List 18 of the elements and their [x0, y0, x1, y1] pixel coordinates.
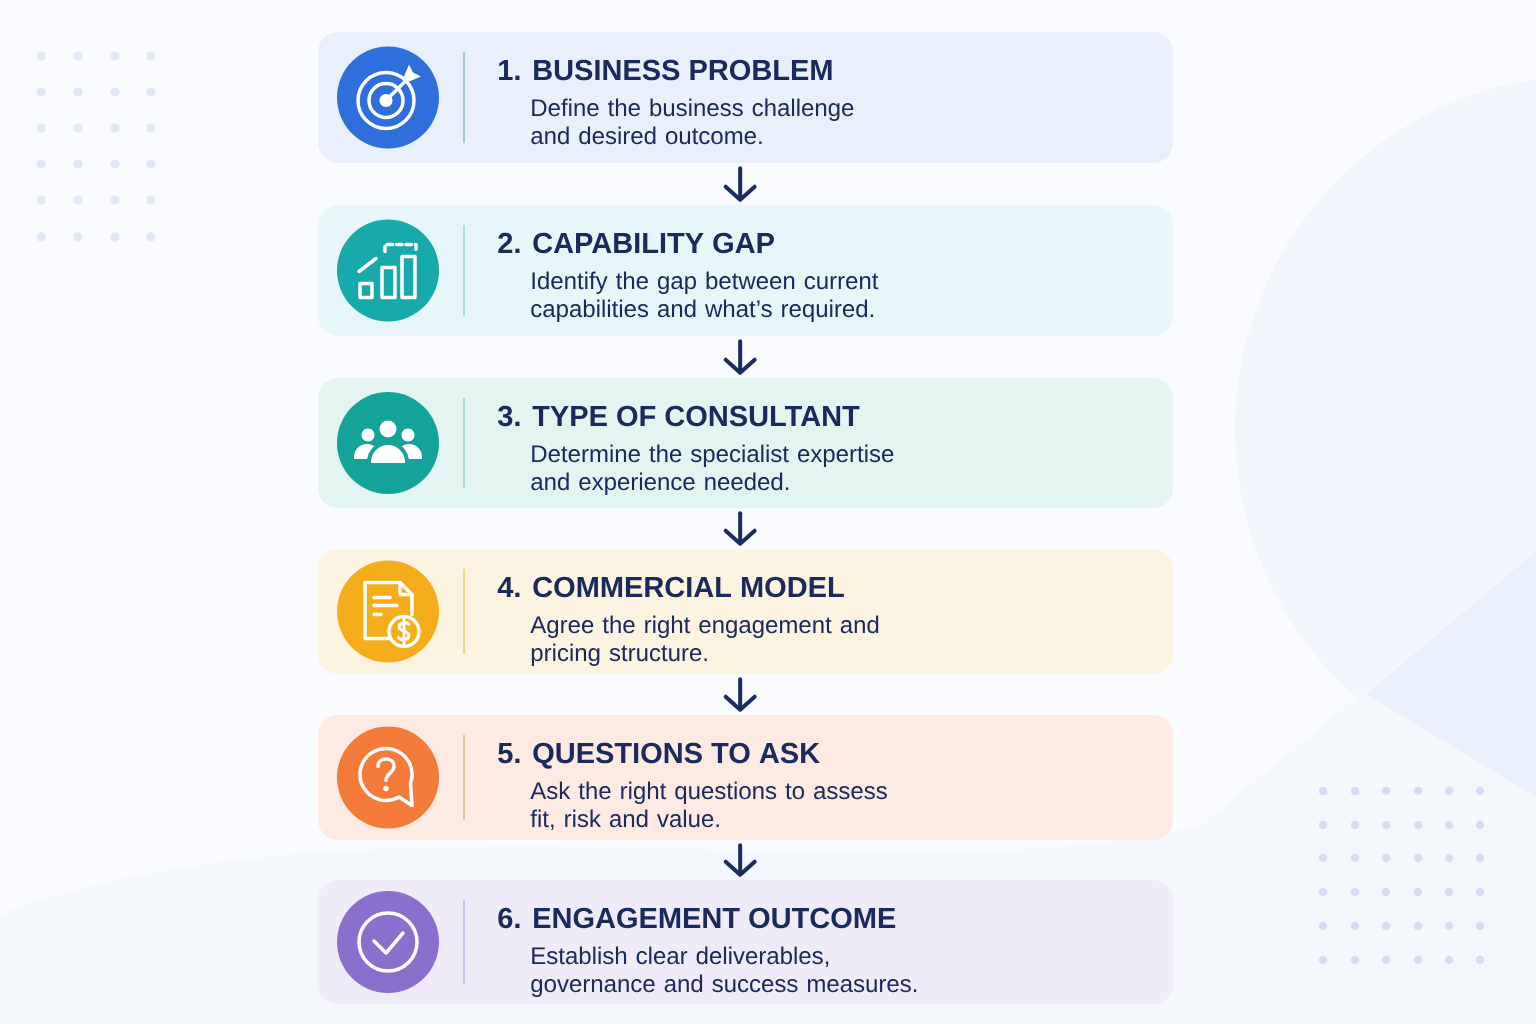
step-title: 2. CAPABILITY GAP — [498, 232, 774, 254]
step-description: Agree the right engagement and pricing structure. — [530, 615, 879, 666]
step-description: Determine the specialist expertise and experience needed. — [531, 444, 894, 495]
step-title: 5. QUESTIONS TO ASK — [498, 742, 820, 769]
step-description: Establish clear deliverables, governance and success measures. — [531, 946, 917, 997]
step-card — [318, 549, 1173, 674]
step-title: 1. BUSINESS PROBLEM — [499, 59, 832, 81]
step-card — [318, 715, 1173, 840]
step-title: 6. ENGAGEMENT OUTCOME — [498, 907, 896, 929]
step-card — [318, 880, 1173, 1004]
step-card — [318, 205, 1173, 336]
step-description: Define the business challenge and desired outcome. — [531, 98, 854, 145]
step-title: 3. TYPE OF CONSULTANT — [497, 405, 860, 427]
step-card — [318, 32, 1173, 163]
step-description: Ask the right questions to assess fit, risk and value. — [530, 781, 887, 831]
step-title: 4. COMMERCIAL MODEL — [497, 576, 844, 598]
step-description: Identify the gap between current capabilities and what’s required. — [531, 271, 879, 322]
step-card — [318, 378, 1173, 508]
